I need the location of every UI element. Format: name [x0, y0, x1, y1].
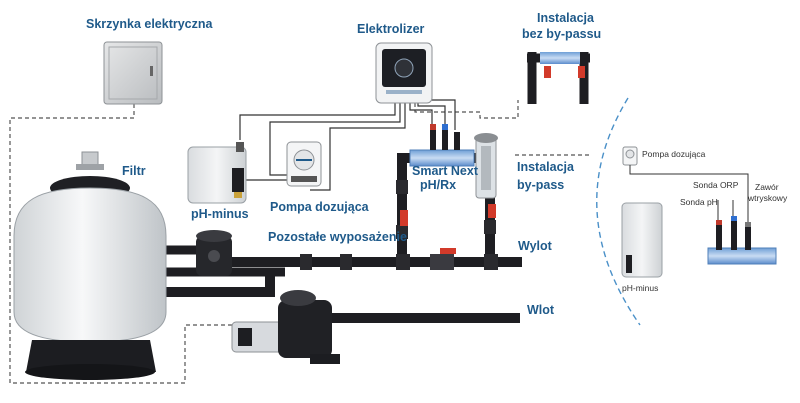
label-detail-orp-probe: Sonda ORP	[693, 180, 739, 190]
outlet-arrow	[512, 258, 522, 266]
label-detail-ph-minus: pH-minus	[622, 283, 658, 293]
flow-arrows	[510, 258, 522, 322]
smart-next-cell	[409, 124, 475, 167]
dosing-pump	[286, 141, 322, 187]
electrolysis-cell	[474, 133, 498, 199]
no-bypass-install	[527, 52, 590, 104]
label-ph-minus: pH-minus	[191, 207, 249, 221]
ph-minus-canister	[187, 142, 247, 204]
pool-pump	[231, 290, 340, 364]
label-outlet: Wylot	[518, 239, 553, 253]
detail-view	[621, 146, 777, 278]
label-other-equipment: Pozostałe wyposażenie	[268, 230, 407, 244]
inlet-arrow	[510, 314, 520, 322]
labels: Skrzynka elektryczna Elektrolizer Instal…	[86, 11, 788, 317]
label-no-bypass-line1: Instalacja	[537, 11, 595, 25]
valve-handles	[400, 204, 496, 254]
multiport-valve	[196, 230, 232, 276]
label-electric-box: Skrzynka elektryczna	[86, 17, 214, 31]
label-bypass-line1: Instalacja	[517, 160, 575, 174]
label-electrolizer: Elektrolizer	[357, 22, 425, 36]
label-smart-next-line2: pH/Rx	[420, 178, 456, 192]
label-detail-dosing-pump: Pompa dozująca	[642, 149, 706, 159]
detail-separator-arc	[596, 97, 641, 326]
sand-filter	[13, 151, 167, 380]
electrolizer-device	[375, 42, 433, 104]
label-dosing-pump: Pompa dozująca	[270, 200, 370, 214]
pipe-fittings	[300, 180, 498, 270]
label-smart-next-line1: Smart Next	[412, 164, 479, 178]
electric-box	[103, 41, 163, 105]
label-no-bypass-line2: bez by-passu	[522, 27, 601, 41]
label-detail-ph-probe: Sonda pH	[680, 197, 718, 207]
label-bypass-line2: by-pass	[517, 178, 564, 192]
label-detail-valve-line2: wtryskowy	[747, 193, 788, 203]
label-detail-valve-line1: Zawór	[755, 182, 779, 192]
label-filter: Filtr	[122, 164, 146, 178]
label-inlet: Wlot	[527, 303, 555, 317]
